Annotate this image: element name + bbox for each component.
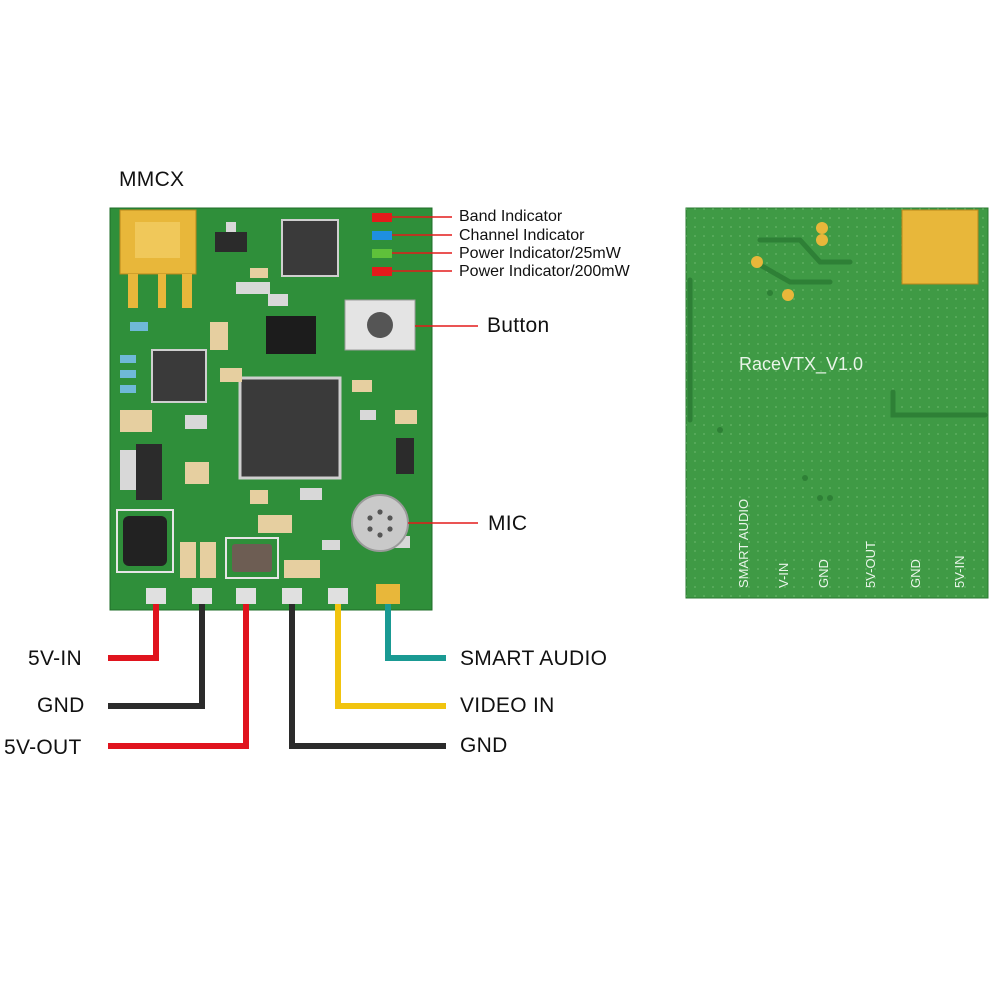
power-25-label: Power Indicator/25mW	[459, 245, 621, 262]
front-board	[109, 207, 433, 611]
microphone	[351, 494, 409, 552]
led-band	[372, 213, 392, 222]
main-chip	[238, 376, 342, 480]
channel-indicator-label: Channel Indicator	[459, 227, 585, 244]
wire-label-gnd-right: GND	[460, 734, 508, 757]
led-power-25	[372, 249, 392, 258]
back-pad-smart-audio: SMART AUDIO	[736, 498, 751, 588]
wire-smart-audio	[385, 604, 446, 661]
back-pad-5v-out: 5V-OUT	[863, 541, 878, 588]
mmcx-label: MMCX	[119, 168, 185, 191]
back-pad-gnd-2: GND	[908, 559, 923, 588]
wires	[108, 604, 446, 749]
led-power-200	[372, 267, 392, 276]
regulator	[136, 444, 162, 500]
wire-label-video-in: VIDEO IN	[460, 694, 555, 717]
indicator-leaders	[392, 216, 478, 524]
back-pad-gnd-1: GND	[816, 559, 831, 588]
wire-label-smart-audio: SMART AUDIO	[460, 647, 608, 670]
solder-pads	[146, 584, 400, 604]
back-pad-5v-in: 5V-IN	[952, 555, 967, 588]
wire-gnd-right	[289, 604, 446, 749]
band-indicator-label: Band Indicator	[459, 208, 563, 225]
crystal	[232, 544, 272, 572]
chip-left	[151, 349, 207, 403]
power-200-label: Power Indicator/200mW	[459, 263, 630, 280]
inductor	[123, 516, 167, 566]
black-chip	[266, 316, 316, 354]
chip-qfn-top	[281, 219, 339, 277]
wire-5v-out	[108, 604, 249, 749]
wire-label-5v-out: 5V-OUT	[4, 736, 82, 759]
back-board	[685, 207, 989, 599]
wire-video-in	[335, 604, 446, 709]
led-channel	[372, 231, 392, 240]
model-label: RaceVTX_V1.0	[739, 354, 864, 374]
push-button	[344, 299, 416, 351]
wire-label-gnd-left: GND	[37, 694, 85, 717]
wire-gnd-left	[108, 604, 205, 709]
button-label: Button	[487, 314, 550, 337]
wire-label-5v-in: 5V-IN	[28, 647, 83, 670]
led-group	[372, 213, 392, 276]
back-pad-v-in: V-IN	[776, 562, 791, 588]
mic-label: MIC	[488, 512, 528, 535]
transistor	[215, 232, 247, 252]
mmcx-connector	[119, 209, 197, 308]
mmcx-back	[901, 209, 979, 285]
wire-5v-in	[108, 604, 159, 661]
